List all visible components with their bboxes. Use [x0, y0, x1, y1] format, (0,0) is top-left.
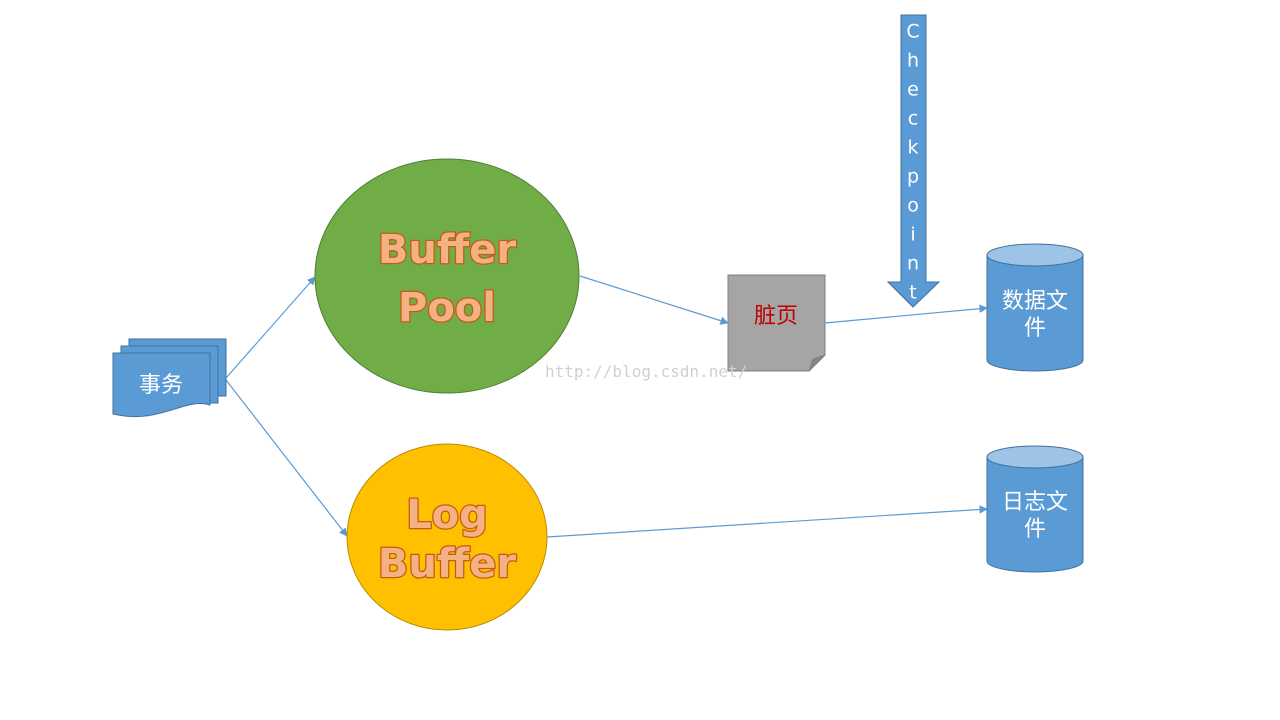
- log-file-label-line1: 日志文: [1002, 490, 1068, 515]
- watermark-text: http://blog.csdn.net/: [545, 362, 747, 381]
- dirty-page-fold: [808, 354, 826, 372]
- log-buffer-ellipse: [346, 443, 548, 631]
- log-file-cylinder-top: [986, 445, 1084, 469]
- arrow-dirty-page-to-data-file: [824, 304, 988, 324]
- dirty-page-node: 脏页: [727, 274, 826, 372]
- checkpoint-letter: c: [908, 108, 918, 130]
- checkpoint-letter: o: [907, 195, 919, 217]
- dirty-page-label: 脏页: [754, 304, 798, 329]
- log-buffer-label-line2: Buffer: [378, 541, 516, 587]
- log-file-label-line2: 件: [1024, 517, 1046, 542]
- data-file-label-line1: 数据文: [1002, 289, 1068, 314]
- buffer-pool-ellipse: [314, 158, 580, 394]
- arrow-transaction-to-log-buffer: [225, 379, 348, 537]
- checkpoint-letter: C: [906, 21, 919, 43]
- log-file-cylinder-body: [986, 456, 1084, 573]
- checkpoint-arrow-shape: [886, 14, 941, 308]
- transaction-node: 事务: [112, 338, 227, 418]
- data-file-cylinder-top: [986, 243, 1084, 267]
- log-buffer-label-line1: Log: [406, 492, 488, 538]
- transaction-label: 事务: [139, 373, 183, 398]
- buffer-pool-label-line1: Buffer: [378, 227, 516, 273]
- data-file-label-line2: 件: [1024, 316, 1046, 341]
- log-buffer-node: Log Buffer: [346, 443, 548, 631]
- checkpoint-letter: n: [907, 253, 919, 275]
- checkpoint-letter: k: [907, 137, 918, 159]
- transaction-doc-front: [112, 352, 211, 418]
- checkpoint-letter: e: [907, 79, 919, 101]
- checkpoint-letter: h: [907, 50, 919, 72]
- data-file-node: 数据文 件: [986, 243, 1084, 372]
- data-file-cylinder-body: [986, 254, 1084, 372]
- arrow-log-buffer-to-log-file: [546, 505, 988, 538]
- checkpoint-letter: i: [910, 224, 915, 246]
- checkpoint-letter: t: [909, 282, 916, 304]
- arrow-buffer-pool-to-dirty-page: [579, 275, 729, 325]
- arrow-transaction-to-buffer-pool: [225, 276, 316, 379]
- checkpoint-letter: p: [907, 166, 919, 188]
- buffer-pool-label-line2: Pool: [398, 285, 496, 331]
- buffer-pool-node: Buffer Pool: [314, 158, 580, 394]
- log-file-node: 日志文 件: [986, 445, 1084, 573]
